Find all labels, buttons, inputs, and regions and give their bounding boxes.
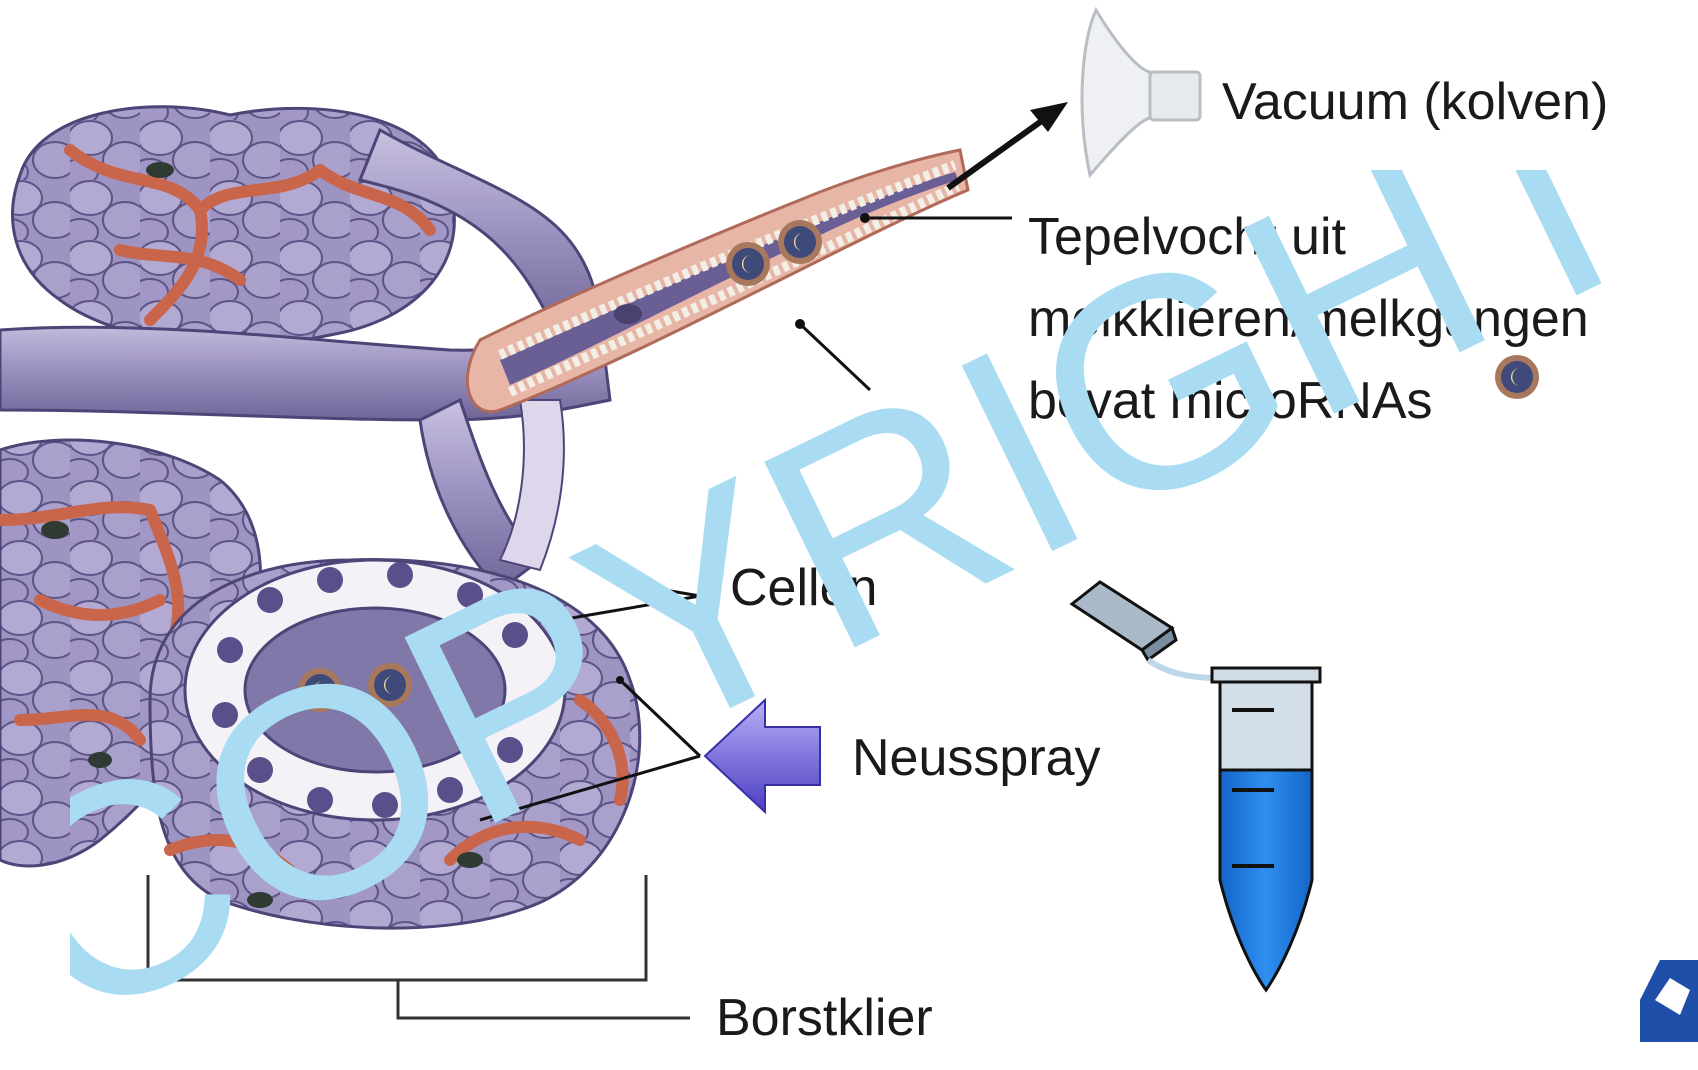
label-tepelvocht-line1: Tepelvocht uit	[1028, 196, 1589, 278]
label-borstklier: Borstklier	[716, 992, 933, 1044]
label-tepelvocht-line2: melkklieren/melkgangen	[1028, 278, 1589, 360]
microrna-vesicle-icon	[1492, 354, 1542, 400]
logo-icon	[1640, 960, 1698, 1042]
label-tepelvocht: Tepelvocht uit melkklieren/melkgangen be…	[1028, 196, 1589, 442]
breast-gland-diagram	[0, 0, 1698, 1042]
label-cellen: Cellen	[730, 562, 877, 614]
label-neusspray: Neusspray	[852, 732, 1101, 784]
breast-pump-funnel-icon	[1082, 10, 1200, 175]
label-vacuum: Vacuum (kolven)	[1222, 76, 1608, 128]
sample-tube-icon	[1072, 582, 1320, 990]
flow-arrow	[948, 102, 1068, 188]
microrna-vesicle-icon	[298, 668, 342, 712]
microrna-vesicle-icon	[778, 220, 822, 264]
nasal-spray-arrow-icon	[705, 700, 820, 812]
microrna-vesicle-icon	[368, 663, 412, 707]
microrna-vesicle-icon	[726, 242, 770, 286]
mammary-gland-illustration	[0, 107, 1012, 928]
alveolus-cross-section	[150, 560, 700, 929]
